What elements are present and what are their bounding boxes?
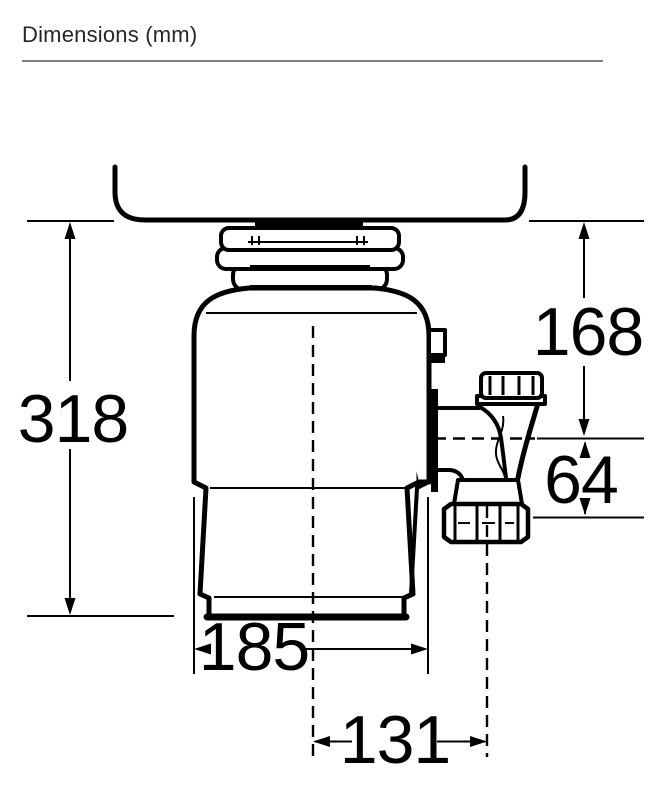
dishwasher-inlet-seal [429,355,445,363]
centerlines [311,326,535,757]
body-right-step [402,480,431,600]
mounting-assembly [215,226,405,292]
trap-collar [452,478,524,506]
arrow-168-up [578,222,590,239]
inlet-cap [479,371,544,400]
mount-ring-upper [219,226,401,252]
dim-value-outlet-to-trap: 64 [544,442,618,518]
arrow-185-left [194,643,211,655]
page-title: Dimensions (mm) [22,22,198,47]
sink-outline [112,164,528,223]
arrow-131-left [313,736,330,747]
disposer-body [191,285,432,621]
dim-body-width: 185 [193,497,429,685]
sink-flange-seal [255,219,363,229]
arrow-318-up [64,222,76,239]
dim-sink-to-outlet: 168 [529,220,644,440]
funnel-left-contour [478,405,508,480]
dim-outlet-to-trap: 64 [533,441,644,519]
dim-outlet-offset: 131 [313,702,487,778]
funnel-inner-line [494,415,506,478]
arrow-318-down [64,598,76,615]
title-underline [22,60,603,62]
arrow-185-right [411,643,428,655]
arrow-64-up [579,441,591,458]
dim-value-sink-to-outlet: 168 [533,294,643,370]
arrow-131-right [470,736,487,747]
trap-flange [431,389,438,492]
outlet-trap [431,371,547,545]
dishwasher-inlet-outline [427,328,447,357]
dim-value-overall-height: 318 [18,381,128,457]
body-outline [191,285,422,619]
dim-value-body-width: 185 [199,609,309,685]
arrow-64-down [579,498,591,515]
dishwasher-inlet [427,328,447,363]
dim-value-outlet-offset: 131 [340,702,450,778]
dim-overall-height: 318 [18,220,174,617]
funnel-right-contour [515,400,541,481]
arrow-168-down [578,419,590,436]
sink [112,164,528,229]
